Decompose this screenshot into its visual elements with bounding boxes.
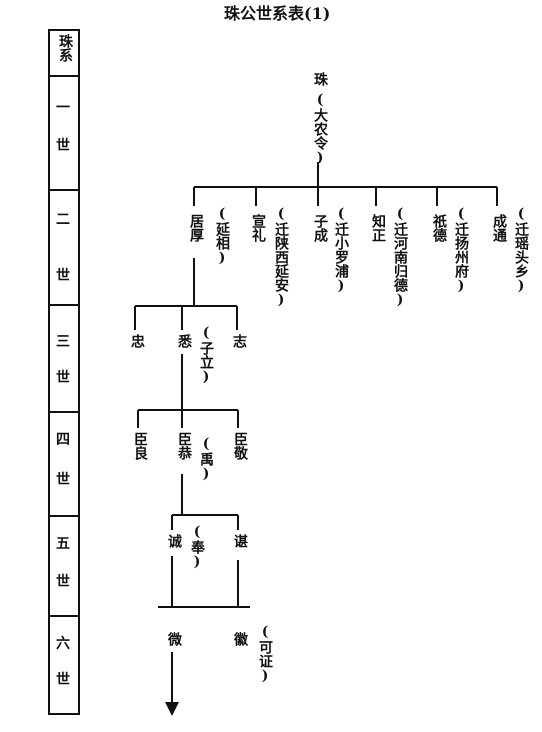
- generation-5-suffix: 世: [56, 574, 70, 590]
- person-jvhou-name: 居厚: [188, 214, 204, 242]
- person-chengtong-name: 成通: [491, 214, 507, 242]
- generation-header: 珠系: [57, 34, 73, 62]
- person-xuanli-name: 宣礼: [250, 214, 266, 242]
- person-chenjing-name: 臣敬: [232, 432, 248, 460]
- person-zicheng-note: (迁小罗浦): [333, 206, 349, 294]
- person-qide-note: (迁扬州府): [453, 206, 469, 294]
- person-qide-name: 祇德: [431, 214, 447, 242]
- person-jvhou-note: (延相): [214, 206, 230, 266]
- person-zhu-name: 珠: [312, 72, 328, 86]
- person-chengtong-note: (迁瑶头乡): [513, 206, 529, 294]
- generation-2-suffix: 世: [56, 268, 70, 284]
- continuation-arrow-head: [165, 702, 179, 716]
- person-chengong-note: (禹): [198, 436, 214, 482]
- generation-1-suffix: 世: [56, 138, 70, 154]
- person-zhizheng-note: (迁河南归德): [392, 206, 408, 308]
- generation-5-label: 五: [56, 536, 70, 552]
- person-zicheng-name: 子成: [312, 214, 328, 242]
- generation-4-suffix: 世: [56, 472, 70, 488]
- diagram-title: 珠公世系表(1): [224, 4, 331, 23]
- person-zhi3-name: 志: [231, 334, 247, 348]
- person-xuanli-note: (迁陕西延安): [273, 206, 289, 308]
- person-hui-name: 徽: [232, 632, 248, 646]
- generation-column-frame: [48, 29, 80, 715]
- generation-4-label: 四: [56, 432, 70, 448]
- person-cheng-note: (奉): [189, 524, 205, 570]
- person-wei-name: 微: [166, 632, 182, 646]
- person-chengong-name: 臣恭: [176, 432, 192, 460]
- generation-2-label: 二: [56, 212, 70, 228]
- generation-6-label: 六: [56, 636, 70, 652]
- person-chenliang-name: 臣良: [132, 432, 148, 460]
- generation-6-suffix: 世: [56, 672, 70, 688]
- generation-1-label: 一: [56, 100, 70, 116]
- person-xi-note: (子立): [198, 325, 214, 385]
- person-hui-note: (可证): [257, 624, 273, 684]
- person-xi-name: 悉: [176, 334, 192, 348]
- person-cheng-name: 诚: [166, 534, 182, 548]
- generation-3-suffix: 世: [56, 370, 70, 386]
- person-chen5-name: 谌: [232, 534, 248, 548]
- person-zhizheng-name: 知正: [370, 214, 386, 242]
- generation-3-label: 三: [56, 334, 70, 350]
- person-zhu-note: (大农令): [312, 92, 328, 166]
- person-zhong-name: 忠: [129, 334, 145, 348]
